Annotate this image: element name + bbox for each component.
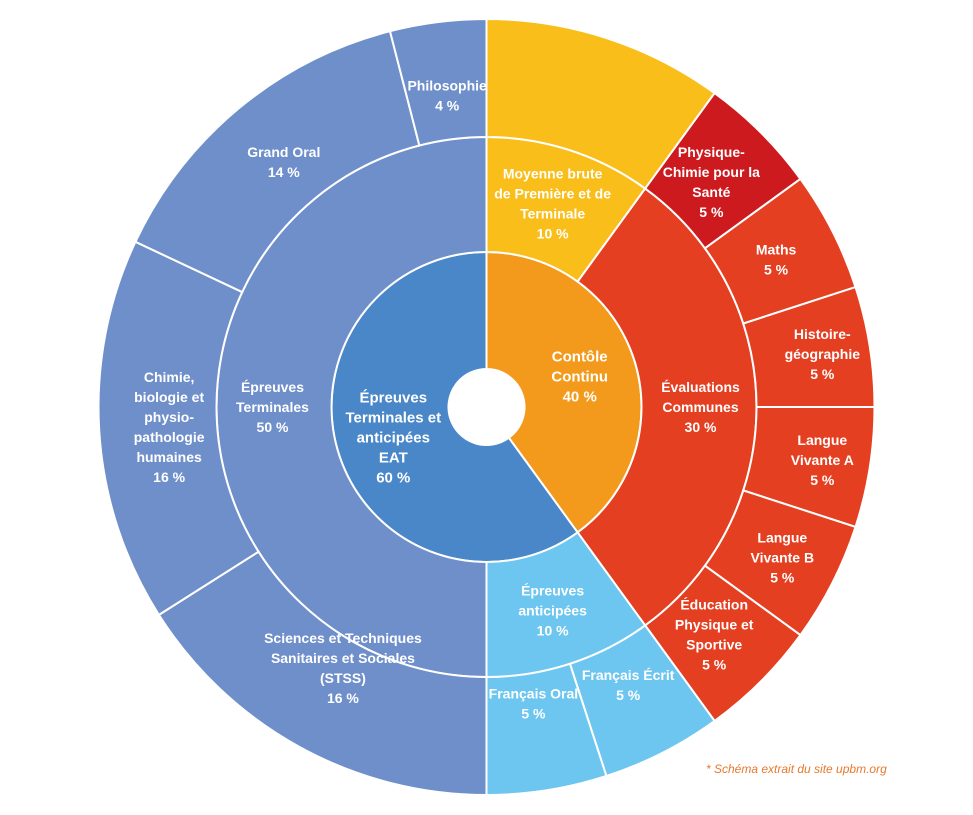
text-line: anticipées <box>357 429 430 446</box>
text-line: Vivante A <box>791 452 854 468</box>
slice-philosophie <box>388 17 488 147</box>
label-chimie-biologie-et-physio-pathologie-humaines: Chimie, biologie et physio-pathologie humai… <box>134 369 205 485</box>
text-line: Continu <box>551 369 608 386</box>
text-line: Communes <box>662 399 738 415</box>
value-label: 5 % <box>770 570 795 586</box>
text-line: Grand Oral <box>247 144 320 160</box>
value-label: 16 % <box>153 469 185 485</box>
text-line: Épreuves <box>521 583 584 599</box>
text-line: Évaluations <box>661 379 740 395</box>
value-label: 30 % <box>685 419 717 435</box>
text-line: Physique et <box>675 617 754 633</box>
text-line: de Première et de <box>494 185 611 201</box>
text-line: biologie et <box>134 389 204 405</box>
text-line: Vivante B <box>751 550 815 566</box>
text-line: Sportive <box>686 637 742 653</box>
label-philosophie: Philosophie 4 % <box>407 77 487 113</box>
label-francais-oral: Français Oral 5 % <box>489 685 579 721</box>
text-line: Terminale <box>520 205 585 221</box>
text-line: Moyenne brute <box>503 165 603 181</box>
text-line: Épreuves <box>241 379 304 395</box>
text-line: physio- <box>144 409 194 425</box>
text-line: humaines <box>136 449 202 465</box>
value-label: 5 % <box>810 472 835 488</box>
text-line: Sciences et Techniques <box>264 630 422 646</box>
value-label: 40 % <box>563 389 597 406</box>
text-line: anticipées <box>518 603 587 619</box>
value-label: 5 % <box>764 261 789 277</box>
label-maths: Maths 5 % <box>756 241 797 277</box>
text-line: (STSS) <box>320 670 366 686</box>
value-label: 5 % <box>699 204 724 220</box>
value-label: 5 % <box>521 705 546 721</box>
label-histoire-geographie: Histoire-géographie 5 % <box>785 326 861 382</box>
label-epreuves-anticipees: Épreuves anticipées 10 % <box>518 583 587 639</box>
text-line: Chimie pour la <box>663 164 760 180</box>
value-label: 5 % <box>702 657 727 673</box>
value-label: 5 % <box>616 687 641 703</box>
text-line: Langue <box>797 432 847 448</box>
text-line: Histoire- <box>794 326 851 342</box>
value-label: 14 % <box>268 164 300 180</box>
value-label: 5 % <box>810 366 835 382</box>
text-line: EAT <box>379 449 408 466</box>
text-line: Terminales et <box>345 409 441 426</box>
text-line: Chimie, <box>144 369 195 385</box>
value-label: 10 % <box>537 623 569 639</box>
text-line: Physique- <box>678 144 745 160</box>
label-moyenne-brute-de-premiere-et-de-terminale: Moyenne brute de Première et de Terminale 1… <box>494 165 611 241</box>
value-label: 4 % <box>435 97 460 113</box>
text-line: Épreuves <box>360 389 428 406</box>
value-label: 10 % <box>537 225 569 241</box>
value-label: 16 % <box>327 690 359 706</box>
text-line: Contôle <box>552 349 608 366</box>
label-grand-oral: Grand Oral 14 % <box>247 144 320 180</box>
ring-1: Moyenne brute de Première et de Terminale 1… <box>215 135 758 679</box>
text-line: Sanitaires et Sociales <box>271 650 415 666</box>
text-line: géographie <box>785 346 861 362</box>
text-line: Langue <box>757 530 807 546</box>
text-line: Français Écrit <box>582 667 675 683</box>
text-line: Français Oral <box>489 685 579 701</box>
label-francais-ecrit: Français Écrit 5 % <box>582 667 675 703</box>
label-physique-chimie-pour-la-sante: Physique- Chimie pour la Santé 5 % <box>663 144 760 220</box>
text-line: Terminales <box>236 399 309 415</box>
text-line: Santé <box>692 184 730 200</box>
text-line: Philosophie <box>407 77 487 93</box>
source-footnote: * Schéma extrait du site upbm.org <box>706 762 887 776</box>
value-label: 60 % <box>376 469 410 486</box>
text-line: Maths <box>756 241 797 257</box>
value-label: 50 % <box>257 419 289 435</box>
text-line: pathologie <box>134 429 205 445</box>
text-line: Éducation <box>680 597 748 613</box>
